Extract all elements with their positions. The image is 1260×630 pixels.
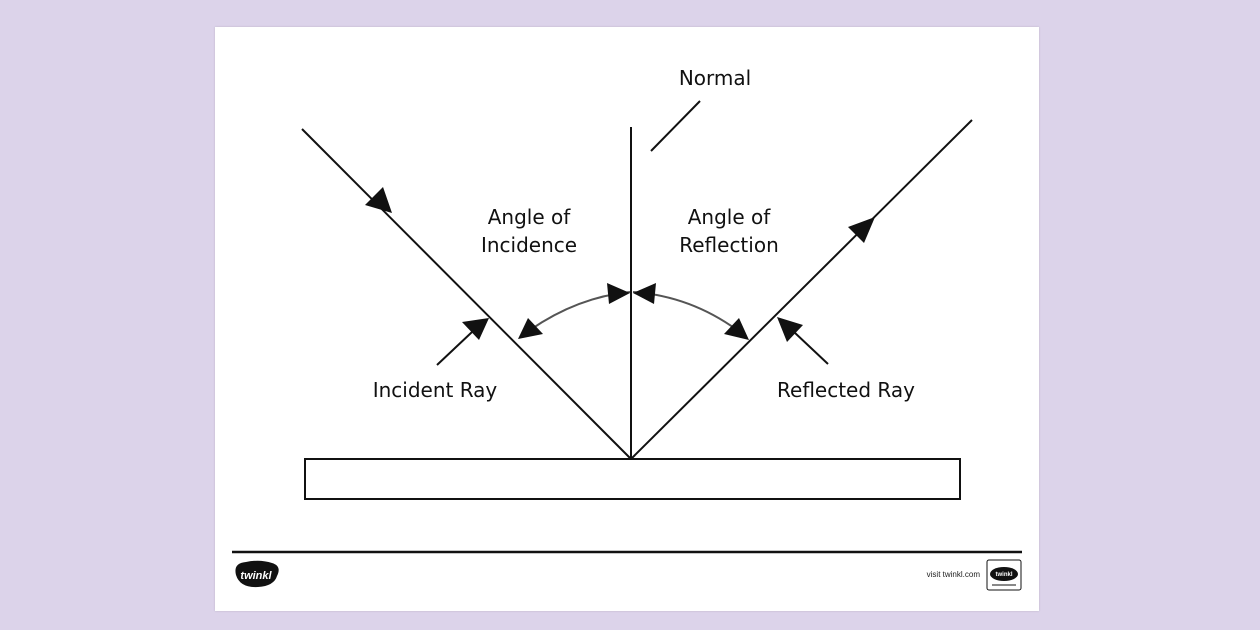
reflected-ray-line [630, 119, 973, 460]
reflected-ray-arrowhead [848, 217, 875, 243]
reflected-ray-pointer-arrowhead [777, 317, 803, 342]
reflection-arc-arrowhead-ray [724, 318, 749, 340]
incident-ray-pointer [436, 331, 473, 366]
mirror-surface [304, 458, 961, 500]
twinkl-logo-text: twinkl [240, 570, 272, 582]
twinkl-badge-icon: twinkl [986, 559, 1022, 591]
incident-ray-pointer-arrowhead [462, 318, 489, 340]
incident-ray-arrowhead [365, 187, 392, 213]
incidence-arc-arrowhead-normal [607, 283, 630, 304]
worksheet-page: Normal Angle of Incidence Angle of Refle… [215, 27, 1039, 611]
incident-ray-line [301, 128, 632, 460]
angle-reflection-label-line1: Angle of [688, 205, 772, 229]
footer-url: visit twinkl.com [927, 570, 981, 579]
reflected-ray-label: Reflected Ray [777, 378, 915, 402]
angle-reflection-label-line2: Reflection [679, 233, 779, 257]
twinkl-logo: twinkl [235, 560, 279, 588]
angle-incidence-label-line1: Angle of [488, 205, 572, 229]
reflected-ray-pointer [793, 331, 829, 365]
angle-incidence-label-line2: Incidence [481, 233, 577, 257]
normal-label: Normal [679, 66, 751, 90]
incident-ray-label: Incident Ray [373, 378, 498, 402]
normal-pointer [650, 100, 701, 152]
incidence-arc-arrowhead-ray [518, 318, 543, 339]
reflection-arc-arrowhead-normal [633, 283, 656, 304]
badge-text: twinkl [995, 572, 1012, 578]
